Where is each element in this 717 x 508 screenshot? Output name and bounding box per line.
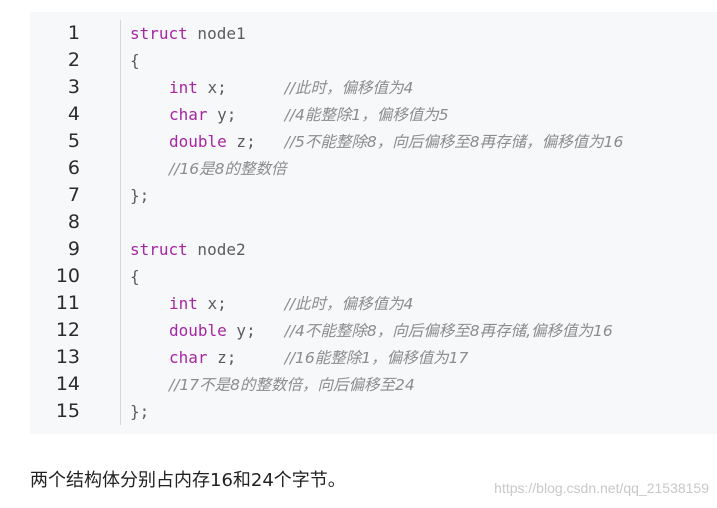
- code-comment: //5不能整除8，向后偏移至8再存储，偏移值为16: [284, 133, 624, 151]
- line-number: 7: [67, 184, 80, 206]
- code-line: char y; //4能整除1，偏移值为5: [130, 101, 717, 128]
- code-line: //16是8的整数倍: [130, 155, 717, 182]
- line-number: 14: [55, 373, 80, 395]
- code-line: char z; //16能整除1，偏移值为17: [130, 344, 717, 371]
- code-keyword: int: [169, 78, 198, 97]
- code-keyword: char: [169, 105, 208, 124]
- code-text: };: [130, 402, 150, 421]
- line-number: 5: [67, 130, 80, 152]
- code-line: };: [130, 398, 717, 425]
- code-comment: //4能整除1，偏移值为5: [284, 106, 449, 124]
- line-number: 3: [67, 76, 80, 98]
- gutter-divider: [120, 20, 121, 425]
- code-line: int x; //此时，偏移值为4: [130, 74, 717, 101]
- code-keyword: struct: [130, 24, 188, 43]
- code-comment: //16能整除1，偏移值为17: [284, 349, 469, 367]
- code-text: {: [130, 267, 140, 286]
- code-comment: //此时，偏移值为4: [284, 295, 414, 313]
- watermark: https://blog.csdn.net/qq_21538159: [494, 480, 709, 496]
- line-number: 13: [55, 346, 80, 368]
- code-keyword: char: [169, 348, 208, 367]
- line-number: 4: [67, 103, 80, 125]
- code-keyword: struct: [130, 240, 188, 259]
- code-line: [130, 209, 717, 236]
- code-text: };: [130, 186, 150, 205]
- code-line: double z; //5不能整除8，向后偏移至8再存储，偏移值为16: [130, 128, 717, 155]
- code-text: node2: [187, 240, 246, 259]
- code-comment: //此时，偏移值为4: [284, 79, 414, 97]
- code-text: z;: [207, 348, 285, 367]
- code-line: int x; //此时，偏移值为4: [130, 290, 717, 317]
- code-line: };: [130, 182, 717, 209]
- code-line: double y; //4不能整除8，向后偏移至8再存储,偏移值为16: [130, 317, 717, 344]
- code-block: 1 2 3 4 5 6 7 8 9 10 11 12 13 14 15 stru…: [30, 12, 717, 434]
- line-number-gutter: 1 2 3 4 5 6 7 8 9 10 11 12 13 14 15: [30, 20, 90, 425]
- code-text: x;: [197, 78, 285, 97]
- code-text: node1: [187, 24, 246, 43]
- line-number: 9: [67, 238, 80, 260]
- summary-text: 两个结构体分别占内存16和24个字节。: [30, 470, 346, 491]
- code-line: {: [130, 47, 717, 74]
- code-keyword: double: [169, 132, 227, 151]
- code-comment: //4不能整除8，向后偏移至8再存储,偏移值为16: [284, 322, 613, 340]
- code-line: struct node1: [130, 20, 717, 47]
- line-number: 12: [55, 319, 80, 341]
- line-number: 2: [67, 49, 80, 71]
- code-keyword: double: [169, 321, 227, 340]
- line-number: 6: [67, 157, 80, 179]
- line-number: 8: [67, 211, 80, 233]
- code-line: {: [130, 263, 717, 290]
- code-comment: //17不是8的整数倍，向后偏移至24: [169, 376, 415, 394]
- line-number: 11: [55, 292, 80, 314]
- line-number: 15: [55, 400, 80, 422]
- code-text: y;: [226, 321, 285, 340]
- code-text: x;: [197, 294, 285, 313]
- code-line: //17不是8的整数倍，向后偏移至24: [130, 371, 717, 398]
- code-text: y;: [207, 105, 285, 124]
- code-keyword: int: [169, 294, 198, 313]
- line-number: 10: [55, 265, 80, 287]
- code-text: z;: [226, 132, 285, 151]
- code-comment: //16是8的整数倍: [169, 160, 287, 178]
- line-number: 1: [67, 22, 80, 44]
- code-line: struct node2: [130, 236, 717, 263]
- code-text: {: [130, 51, 140, 70]
